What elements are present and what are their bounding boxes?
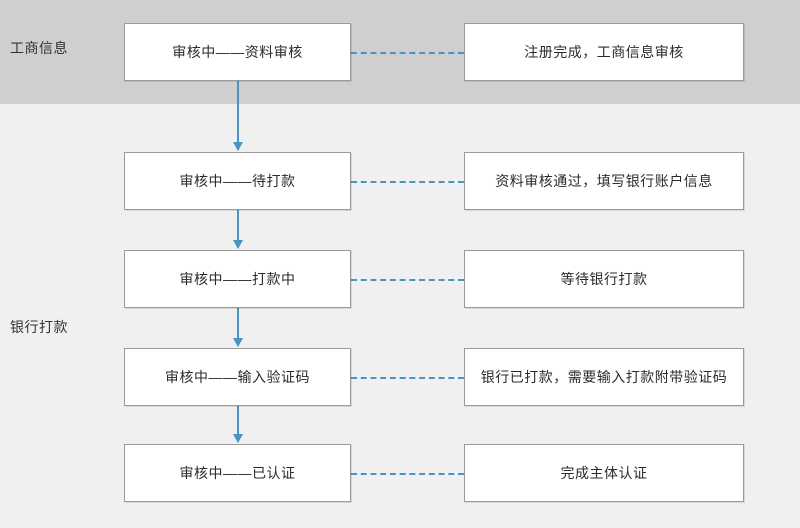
flow-arrow-2 (237, 308, 239, 346)
dashed-connector-1 (351, 181, 464, 183)
status-node-4[interactable]: 审核中——已认证 (124, 444, 351, 502)
lane-label-0: 工商信息 (10, 40, 68, 56)
status-node-1[interactable]: 审核中——待打款 (124, 152, 351, 210)
status-node-2[interactable]: 审核中——打款中 (124, 250, 351, 308)
flow-arrow-3 (237, 406, 239, 442)
flow-arrow-0 (237, 81, 239, 150)
status-node-3[interactable]: 审核中——输入验证码 (124, 348, 351, 406)
description-node-1[interactable]: 资料审核通过，填写银行账户信息 (464, 152, 744, 210)
description-node-0[interactable]: 注册完成，工商信息审核 (464, 23, 744, 81)
dashed-connector-3 (351, 377, 464, 379)
description-node-4[interactable]: 完成主体认证 (464, 444, 744, 502)
flow-arrow-1 (237, 210, 239, 248)
description-node-3[interactable]: 银行已打款，需要输入打款附带验证码 (464, 348, 744, 406)
status-node-0[interactable]: 审核中——资料审核 (124, 23, 351, 81)
description-node-2[interactable]: 等待银行打款 (464, 250, 744, 308)
lane-label-1: 银行打款 (10, 319, 68, 335)
dashed-connector-2 (351, 279, 464, 281)
dashed-connector-0 (351, 52, 464, 54)
dashed-connector-4 (351, 473, 464, 475)
